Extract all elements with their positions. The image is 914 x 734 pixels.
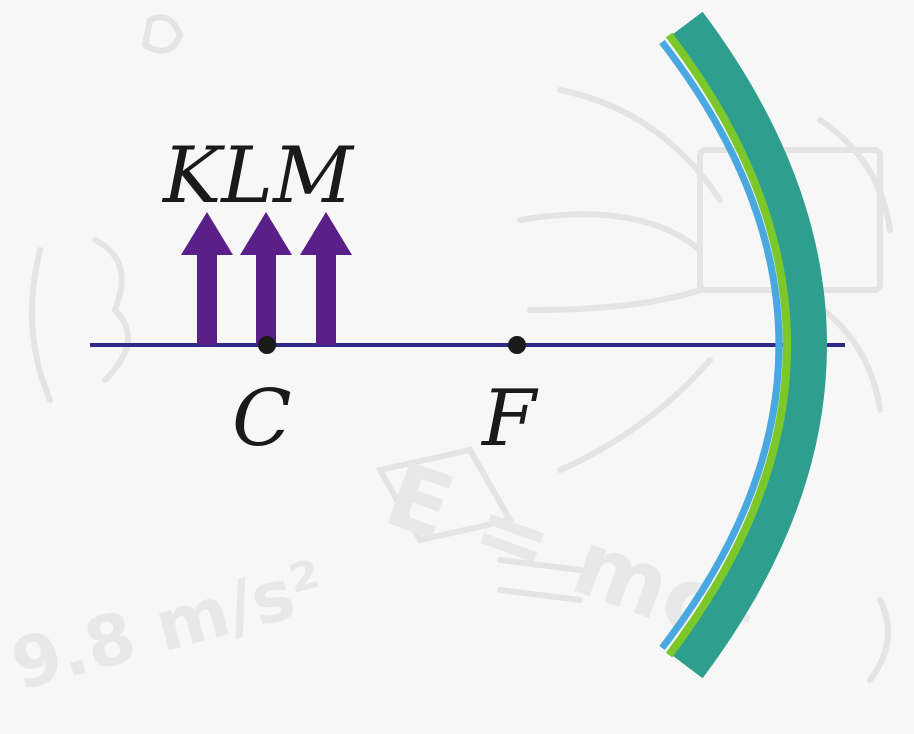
object-label: KLM — [161, 131, 355, 221]
concave-mirror — [659, 11, 827, 679]
focal-point — [508, 336, 526, 354]
mirror-blue-band — [659, 39, 783, 651]
object-arrows — [181, 212, 352, 345]
mirror-green-band — [665, 32, 791, 658]
focal-point-label: F — [480, 374, 539, 464]
arrow-k — [181, 212, 233, 345]
center-of-curvature-label: C — [232, 374, 292, 464]
arrow-l — [240, 212, 292, 345]
arrow-m — [300, 212, 352, 345]
mirror-outer-band — [667, 11, 827, 679]
center-of-curvature-point — [258, 336, 276, 354]
